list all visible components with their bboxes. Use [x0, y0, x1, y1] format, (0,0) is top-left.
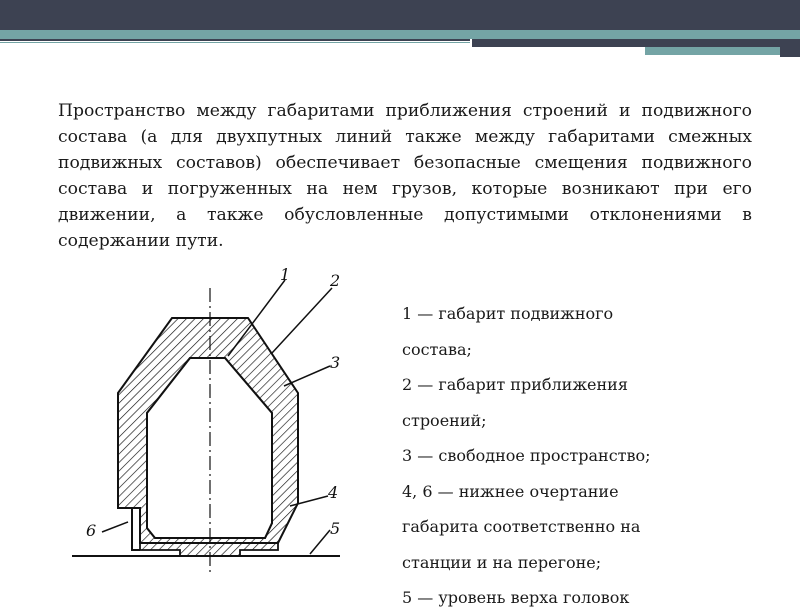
legend-line: габарита соответственно на	[402, 517, 641, 536]
label-3: 3	[330, 353, 340, 372]
legend-line: 1 — габарит подвижного	[402, 304, 614, 323]
rolling-stock-gauge	[146, 357, 273, 539]
header-step-accent	[645, 47, 800, 55]
leader-3	[283, 365, 331, 387]
lower-contour	[139, 542, 279, 557]
legend-line: 5 — уровень верха головок	[402, 588, 630, 607]
lower-step-left	[118, 507, 140, 551]
leader-6	[101, 521, 129, 533]
header-corner-block	[780, 39, 800, 57]
leader-5	[309, 529, 331, 555]
leader-1	[227, 279, 286, 357]
legend-line: станции и на перегоне;	[402, 552, 602, 572]
label-5: 5	[330, 519, 340, 538]
label-4: 4	[327, 483, 338, 502]
header-rule	[0, 39, 470, 41]
label-1: 1	[280, 265, 290, 284]
body-paragraph: Пространство между габаритами приближени…	[58, 101, 752, 251]
legend-line: 2 — габарит приближения	[402, 375, 628, 394]
leader-2	[271, 287, 333, 354]
header-step-dark	[472, 39, 800, 47]
label-2: 2	[329, 271, 340, 290]
header-rule-accent	[0, 42, 470, 43]
legend-line: 3 — свободное пространство;	[402, 446, 651, 465]
header-band-dark	[0, 0, 800, 30]
leader-4	[289, 495, 329, 507]
legend-line: строений;	[402, 410, 487, 430]
label-6: 6	[86, 521, 96, 540]
header-band-accent	[0, 30, 800, 39]
clearance-gauge-diagram: 1 2 3 4 5 6	[72, 265, 340, 576]
legend: 1 — габарит подвижного состава; 2 — габа…	[402, 296, 782, 616]
legend-line: 4, 6 — нижнее очертание	[402, 481, 619, 501]
legend-line: состава;	[402, 339, 472, 359]
